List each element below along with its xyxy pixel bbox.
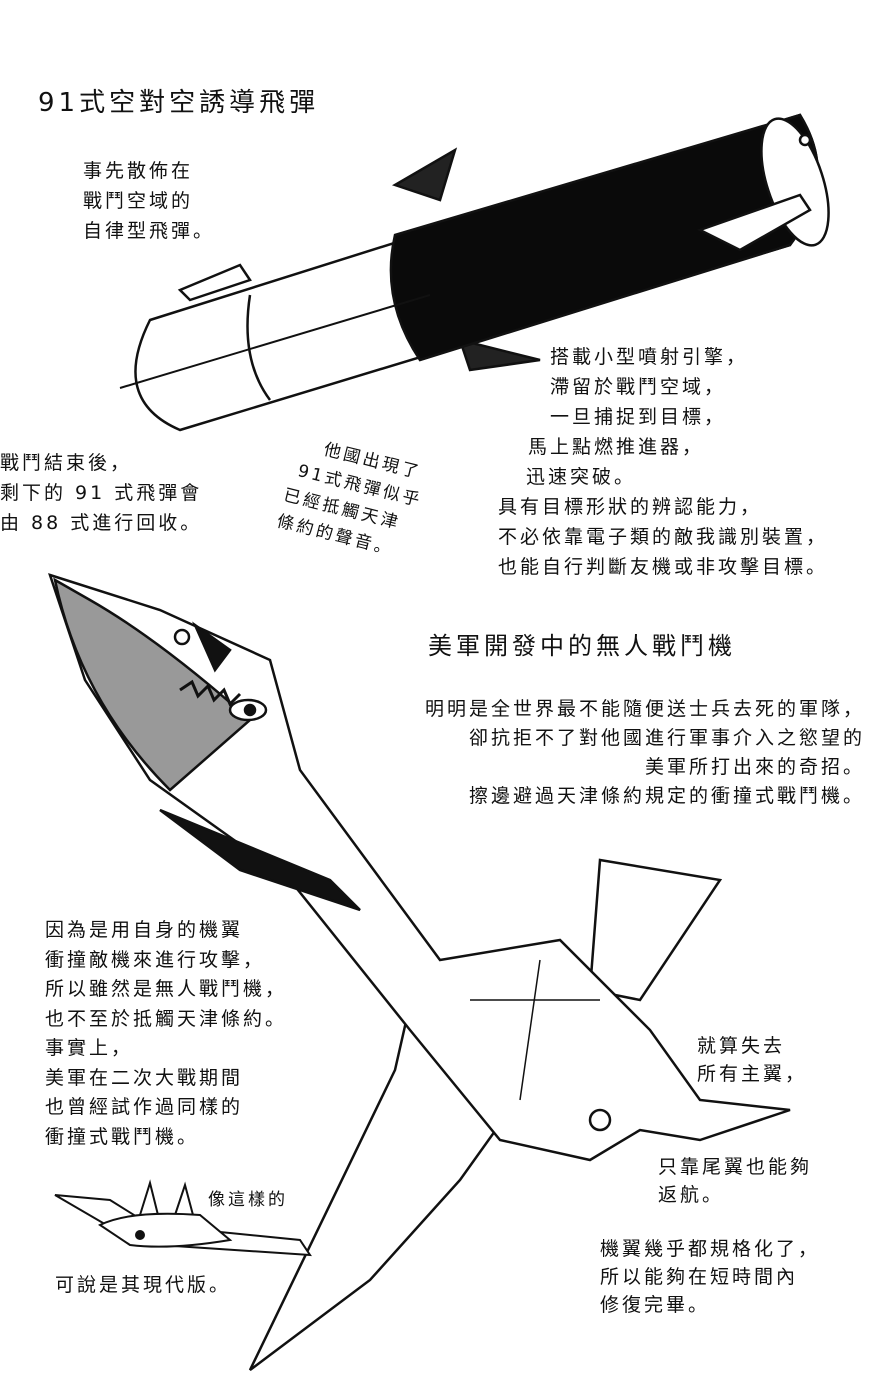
text-line: 機翼幾乎都規格化了， [600,1238,821,1260]
text-line: 戰鬥空域的 [83,190,194,212]
text-line: 就算失去 [697,1035,786,1057]
text-line: 美軍所打出來的奇招。 [644,756,865,778]
missile-recovery-text: 戰鬥結束後， 剩下的 91 式飛彈會 由 88 式進行回收。 [0,448,202,538]
text-line: 只靠尾翼也能夠 [658,1156,813,1178]
text-line: 擦邊避過天津條約規定的衝撞式戰鬥機。 [468,785,865,807]
missile-illustration [119,113,830,432]
text-line: 修復完畢。 [600,1294,711,1316]
text-line: 戰鬥結束後， [0,452,133,474]
standardized-wings-text: 機翼幾乎都規格化了， 所以能夠在短時間內 修復完畢。 [600,1235,820,1319]
wwii-ramming-plane-illustration [54,1179,312,1257]
text-line: 自律型飛彈。 [83,220,216,242]
text-line: 迅速突破。 [526,466,637,488]
text-line: 事實上， [45,1037,134,1059]
text-line: 所以雖然是無人戰鬥機， [45,978,288,1000]
text-line: 明明是全世界最不能隨便送士兵去死的軍隊， [424,698,865,720]
text-line: 也不至於抵觸天津條約。 [45,1007,288,1030]
text-line: 也曾經試作過同樣的 [45,1096,244,1118]
text-line: 由 88 式進行回收。 [0,512,203,534]
text-line: 美軍在二次大戰期間 [45,1066,244,1089]
drone-title: 美軍開發中的無人戰鬥機 [428,632,736,660]
like-this-text: 像這樣的 [208,1190,288,1210]
text-line: 也能自行判斷友機或非攻擊目標。 [498,556,829,578]
text-line: 具有目標形狀的辨認能力， [498,496,763,518]
missile-title: 91式空對空誘導飛彈 [38,88,320,118]
text-line: 因為是用自身的機翼 [45,919,244,941]
missile-intro-text: 事先散佈在 戰鬥空域的 自律型飛彈。 [83,156,215,246]
modern-version-text: 可說是其現代版。 [55,1274,232,1296]
text-line: 不必依靠電子類的敵我識別裝置， [498,526,829,548]
text-line: 剩下的 91 式飛彈會 [0,482,203,504]
tail-return-text: 只靠尾翼也能夠 返航。 [658,1153,812,1209]
text-line: 一旦捕捉到目標， [550,406,727,428]
drone-ramming-text: 因為是用自身的機翼 衝撞敵機來進行攻擊， 所以雖然是無人戰鬥機， 也不至於抵觸天… [45,916,287,1152]
text-line: 所有主翼， [697,1063,808,1085]
text-line: 事先散佈在 [83,160,194,182]
text-line: 搭載小型噴射引擎， [550,346,749,368]
text-line: 卻抗拒不了對他國進行軍事介入之慾望的 [468,727,865,749]
text-line: 滯留於戰鬥空域， [550,376,727,398]
text-line: 返航。 [658,1184,725,1206]
missile-features-text: 搭載小型噴射引擎， 滯留於戰鬥空域， 一旦捕捉到目標， 馬上點燃推進器， 迅速突… [498,342,828,582]
drone-intro-text: 明明是全世界最不能隨便送士兵去死的軍隊， 卻抗拒不了對他國進行軍事介入之慾望的 … [425,695,865,811]
text-line: 所以能夠在短時間內 [600,1266,799,1288]
text-line: 馬上點燃推進器， [528,436,705,458]
wings-lost-text: 就算失去 所有主翼， [697,1032,807,1088]
drone-fighter-illustration [48,573,791,1371]
text-line: 衝撞敵機來進行攻擊， [45,948,266,971]
text-line: 衝撞式戰鬥機。 [45,1125,200,1148]
